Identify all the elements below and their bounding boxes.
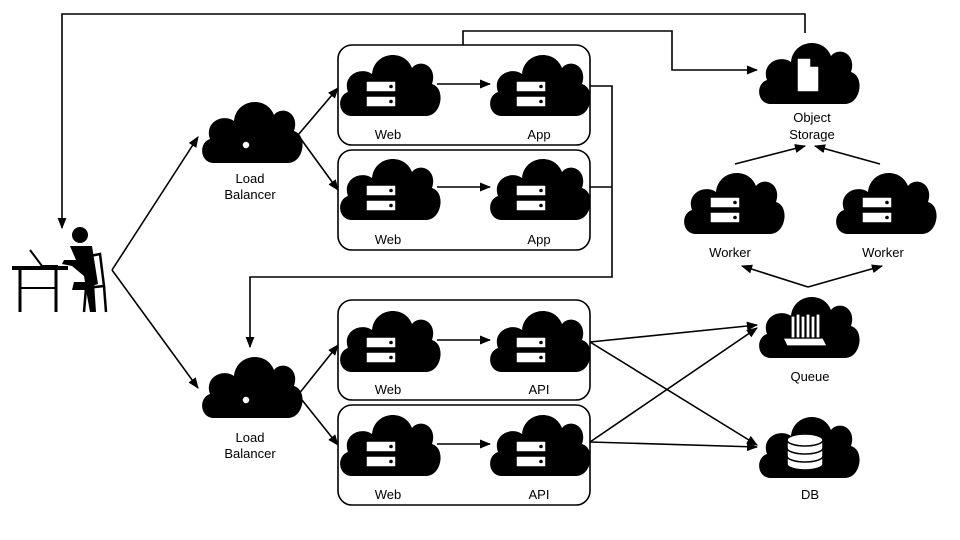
g3-web-node — [340, 311, 441, 372]
g1-web-label: Web — [375, 127, 402, 142]
edge-lb-top-to-g2 — [297, 134, 339, 191]
edge-queue-to-worker-left — [740, 264, 809, 288]
load-balancer-top-label-1: Load — [236, 171, 265, 186]
g4-api-node — [490, 415, 591, 476]
g3-api-node — [490, 311, 591, 372]
edge-queue-to-worker-right — [807, 264, 884, 288]
edge-g1-to-storage — [462, 30, 759, 75]
load-balancer-cloud-icon — [202, 102, 303, 163]
worker-left-node — [684, 173, 785, 234]
document-icon — [796, 57, 820, 93]
edge-worker-left-to-storage — [734, 144, 807, 165]
edge-user-to-lb-bottom — [111, 269, 199, 389]
g4-web-node — [340, 415, 441, 476]
g2-web-label: Web — [375, 232, 402, 247]
edge-g3-to-db — [589, 341, 758, 446]
object-storage-label-2: Storage — [789, 127, 835, 142]
db-node — [759, 417, 860, 478]
worker-right-label: Worker — [862, 245, 904, 260]
g4-api-label: API — [529, 487, 550, 502]
edge-worker-right-to-storage — [813, 144, 881, 165]
edge-lb-bottom-to-g3 — [297, 344, 339, 396]
worker-left-label: Worker — [709, 245, 751, 260]
load-balancer-bottom-label-2: Balancer — [224, 446, 276, 461]
edge-lb-top-to-g1 — [297, 87, 339, 136]
g1-app-label: App — [527, 127, 550, 142]
load-balancer-bottom-label-1: Load — [236, 430, 265, 445]
worker-right-node — [836, 173, 937, 234]
queue-node — [759, 297, 860, 358]
load-balancer-arrows-icon — [232, 379, 260, 416]
g4-web-label: Web — [375, 487, 402, 502]
person-at-desk-icon — [12, 227, 108, 313]
g3-api-label: API — [529, 382, 550, 397]
database-icon — [786, 433, 824, 471]
queue-label: Queue — [790, 369, 829, 384]
object-storage-label-1: Object — [793, 110, 831, 125]
g2-web-node — [340, 159, 441, 220]
g1-web-node — [340, 55, 441, 116]
g2-app-label: App — [527, 232, 550, 247]
edge-apps-to-lb-bottom — [245, 85, 613, 349]
db-label: DB — [801, 487, 819, 502]
g2-app-node — [490, 159, 591, 220]
edge-g4-to-queue — [589, 327, 758, 443]
g3-web-label: Web — [375, 382, 402, 397]
object-storage-node — [759, 43, 860, 104]
load-balancer-top-label-2: Balancer — [224, 187, 276, 202]
edge-lb-bottom-to-g4 — [297, 394, 339, 446]
load-balancer-cloud-icon — [202, 357, 303, 418]
load-balancer-arrows-icon — [232, 124, 260, 161]
edge-g4-to-db — [589, 441, 759, 452]
edge-g3-to-queue — [589, 321, 759, 343]
g1-app-node — [490, 55, 591, 116]
edge-user-to-lb-top — [111, 136, 199, 271]
edges — [57, 13, 884, 452]
queue-icon — [782, 313, 828, 347]
edge-storage-to-user — [57, 13, 806, 230]
load-balancer-top: Load Balancer — [202, 102, 303, 202]
load-balancer-bottom: Load Balancer — [202, 357, 303, 461]
